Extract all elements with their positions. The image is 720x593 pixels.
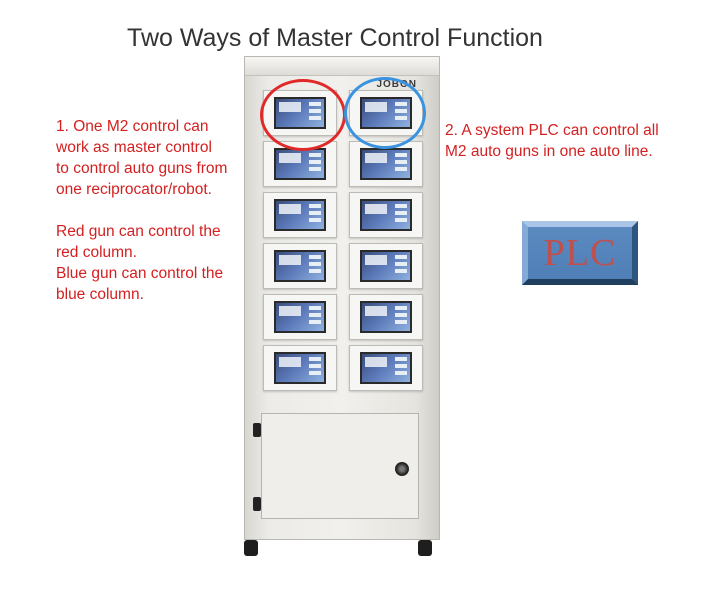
lock-icon[interactable] [395,462,409,476]
blue-highlight-circle [344,77,426,149]
touch-screen[interactable] [274,148,326,180]
touch-screen[interactable] [274,301,326,333]
left-note-line: to control auto guns from [56,160,228,177]
plc-label: PLC [543,232,617,274]
page-title: Two Ways of Master Control Function [127,24,543,52]
m2-controller-panel[interactable] [349,345,423,391]
left-note-line: Red gun can control the [56,223,221,240]
m2-controller-panel[interactable] [263,192,337,238]
left-note-line: 1. One M2 control can [56,118,209,135]
cabinet-top [245,57,439,76]
spacer [56,200,246,221]
red-highlight-circle [260,79,346,151]
left-note-line: one reciprocator/robot. [56,181,212,198]
door-hinge [253,497,261,511]
m2-controller-panel[interactable] [263,345,337,391]
touch-screen[interactable] [360,148,412,180]
touch-screen[interactable] [274,352,326,384]
plc-button[interactable]: PLC [522,221,638,285]
touch-screen[interactable] [360,301,412,333]
left-note-line: Blue gun can control the [56,265,224,282]
m2-controller-panel[interactable] [263,243,337,289]
door-hinge [253,423,261,437]
right-note-line: M2 auto guns in one auto line. [445,143,653,160]
m2-controller-panel[interactable] [349,192,423,238]
left-note-line: red column. [56,244,137,261]
left-note-line: blue column. [56,286,144,303]
left-note: 1. One M2 control can work as master con… [56,116,246,305]
touch-screen[interactable] [274,250,326,282]
touch-screen[interactable] [274,199,326,231]
m2-controller-panel[interactable] [349,294,423,340]
cabinet-door[interactable] [261,413,419,519]
wheel-icon [244,540,258,556]
m2-controller-panel[interactable] [349,243,423,289]
left-note-line: work as master control [56,139,212,156]
right-note: 2. A system PLC can control all M2 auto … [445,120,695,162]
touch-screen[interactable] [360,250,412,282]
touch-screen[interactable] [360,352,412,384]
right-note-line: 2. A system PLC can control all [445,122,659,139]
m2-controller-panel[interactable] [263,294,337,340]
wheel-icon [418,540,432,556]
touch-screen[interactable] [360,199,412,231]
